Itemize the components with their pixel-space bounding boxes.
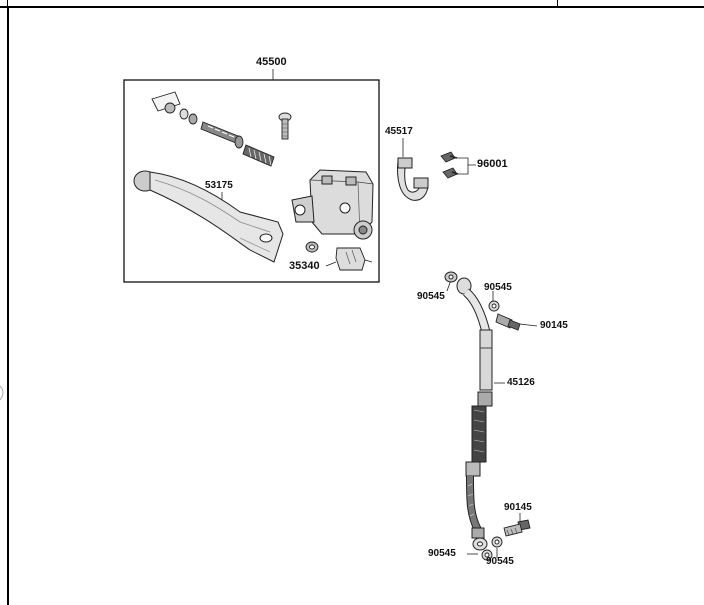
piston-kit: [151, 91, 275, 167]
frame-divider-top-left: [7, 0, 8, 8]
label-90545-bottom-right: 90545: [486, 556, 514, 567]
label-45126: 45126: [507, 377, 535, 388]
label-90545-bottom-left: 90545: [428, 548, 456, 559]
label-90145-bottom: 90145: [504, 502, 532, 513]
bleeder-screw: [278, 112, 292, 140]
frame-left-border: [7, 6, 9, 605]
label-96001: 96001: [477, 158, 508, 170]
label-53175: 53175: [205, 180, 233, 191]
label-35340: 35340: [289, 260, 320, 272]
frame-divider-top: [557, 0, 558, 8]
switch-drawing: [305, 241, 373, 271]
assembly-box: [123, 79, 380, 283]
banjo-bolt-top-drawing: [488, 300, 521, 331]
label-90545-top-left: 90545: [417, 291, 445, 302]
label-90145-top: 90145: [540, 320, 568, 331]
label-90545-top-right: 90545: [484, 282, 512, 293]
label-45517: 45517: [385, 126, 413, 137]
brake-hose-drawing: [444, 271, 493, 551]
holder-bolts-drawing: [440, 151, 459, 179]
clamp-holder-drawing: [397, 157, 429, 201]
label-45500: 45500: [256, 56, 287, 68]
master-cylinder-body: [291, 169, 374, 240]
brake-lever-drawing: [133, 170, 284, 263]
frame-top-border: [0, 6, 704, 8]
banjo-bolt-bottom-drawing: [481, 519, 531, 561]
crop-mark: [0, 385, 4, 401]
